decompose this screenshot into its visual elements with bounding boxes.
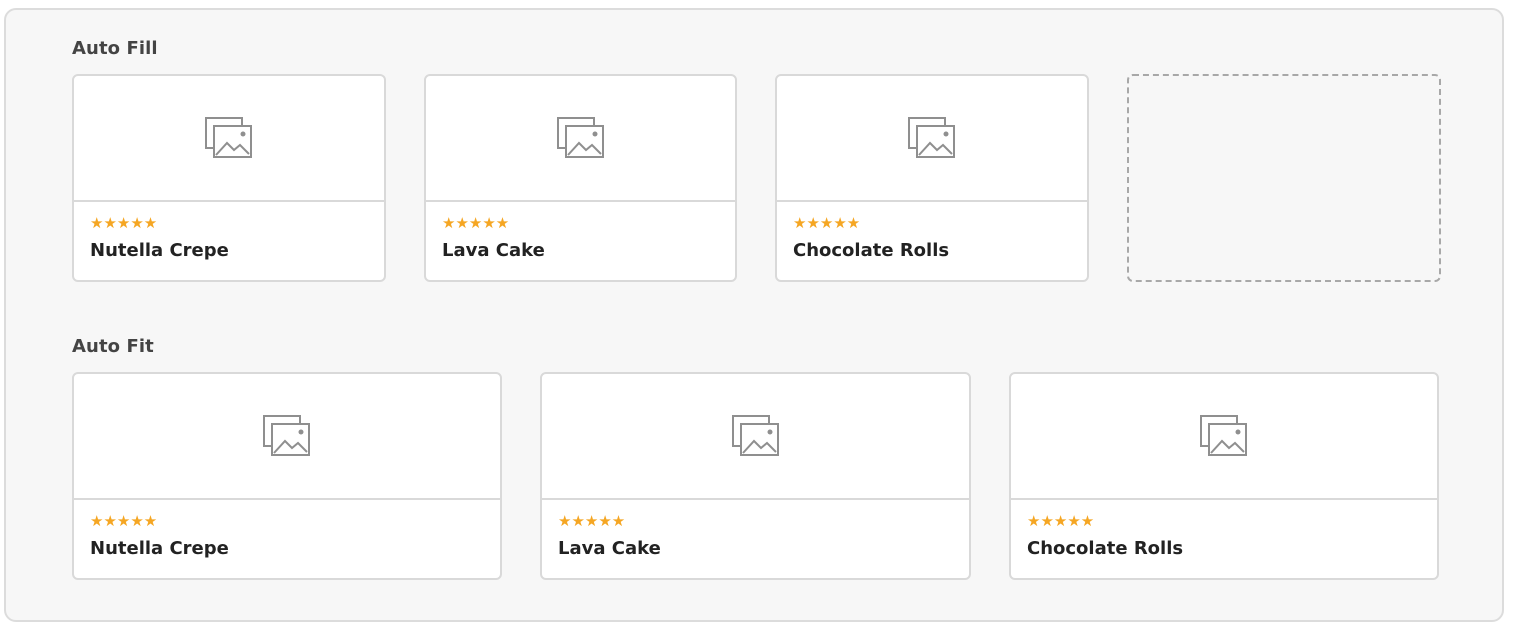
product-card[interactable]: ★★★★★ Chocolate Rolls	[1009, 372, 1439, 580]
product-card[interactable]: ★★★★★ Lava Cake	[424, 74, 737, 282]
card-image-area	[74, 76, 384, 202]
product-name: Lava Cake	[442, 240, 545, 261]
card-info: ★★★★★ Nutella Crepe	[74, 202, 384, 262]
card-image-area	[426, 76, 735, 202]
card-image-area	[542, 374, 969, 500]
rating-stars: ★★★★★	[442, 215, 510, 232]
card-image-area	[1011, 374, 1437, 500]
image-icon	[556, 117, 605, 159]
card-image-area	[777, 76, 1087, 202]
image-icon	[731, 415, 780, 457]
product-name: Nutella Crepe	[90, 240, 229, 261]
product-card[interactable]: ★★★★★ Chocolate Rolls	[775, 74, 1089, 282]
product-card[interactable]: ★★★★★ Nutella Crepe	[72, 372, 502, 580]
product-name: Chocolate Rolls	[1027, 538, 1184, 559]
image-icon	[1200, 415, 1248, 457]
rating-stars: ★★★★★	[90, 513, 158, 530]
rating-stars: ★★★★★	[1027, 513, 1095, 530]
auto-fit-grid: ★★★★★ Nutella Crepe ★★★★★ Lava Cake	[72, 372, 1439, 580]
auto-fill-grid: ★★★★★ Nutella Crepe ★★★★★ Lava Cake	[72, 74, 1441, 282]
rating-stars: ★★★★★	[90, 215, 158, 232]
demo-panel: Auto Fill ★★★★★ Nutella Crepe	[4, 8, 1504, 622]
card-info: ★★★★★ Chocolate Rolls	[1011, 500, 1437, 560]
product-name: Nutella Crepe	[90, 538, 229, 559]
card-info: ★★★★★ Lava Cake	[426, 202, 735, 262]
image-icon	[263, 415, 311, 457]
empty-grid-slot	[1127, 74, 1441, 282]
product-name: Lava Cake	[558, 538, 661, 559]
rating-stars: ★★★★★	[558, 513, 626, 530]
image-icon	[205, 117, 253, 159]
image-icon	[908, 117, 956, 159]
card-info: ★★★★★ Nutella Crepe	[74, 500, 500, 560]
card-image-area	[74, 374, 500, 500]
product-card[interactable]: ★★★★★ Lava Cake	[540, 372, 971, 580]
card-info: ★★★★★ Chocolate Rolls	[777, 202, 1087, 262]
rating-stars: ★★★★★	[793, 215, 861, 232]
product-card[interactable]: ★★★★★ Nutella Crepe	[72, 74, 386, 282]
card-info: ★★★★★ Lava Cake	[542, 500, 969, 560]
section-title-auto-fill: Auto Fill	[72, 38, 158, 59]
product-name: Chocolate Rolls	[793, 240, 950, 261]
section-title-auto-fit: Auto Fit	[72, 336, 154, 357]
